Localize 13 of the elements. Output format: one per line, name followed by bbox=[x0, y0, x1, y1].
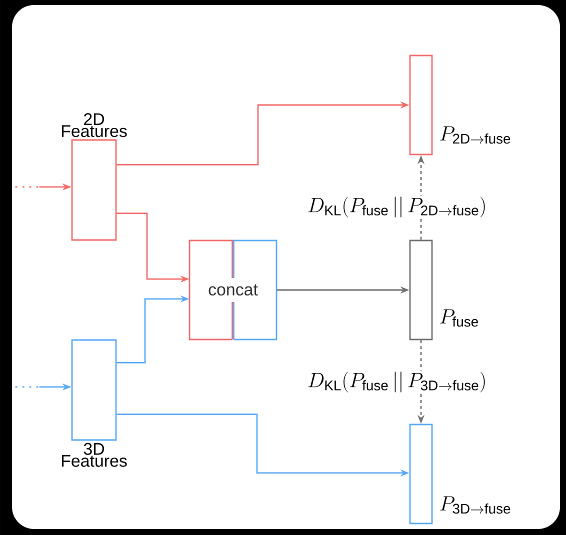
feature-box: 3D Features bbox=[62, 339, 127, 467]
probability-bar bbox=[409, 424, 433, 524]
node-label: 2D Features bbox=[62, 113, 127, 138]
edge-label: $D_{\mathrm{KL}}(P_{\mathrm{fuse}}\,||\,P_{\mathrm{2D}\rightarrow\mathrm{fuse}})$ bbox=[306, 196, 488, 218]
probability-bar bbox=[409, 54, 433, 156]
probability-bar bbox=[409, 240, 433, 340]
probability-label: $P_{\mathrm{2D}\rightarrow\mathrm{fuse}}$ bbox=[440, 126, 510, 144]
concat-box: concat bbox=[188, 240, 278, 340]
node-label: 3D Features bbox=[62, 442, 127, 467]
edge-label: $D_{\mathrm{KL}}(P_{\mathrm{fuse}}\,||\,P_{\mathrm{3D}\rightarrow\mathrm{fuse}})$ bbox=[306, 370, 488, 394]
probability-label: $P_{\mathrm{3D}\rightarrow\mathrm{fuse}}$ bbox=[440, 496, 510, 514]
probability-label: $P_{\mathrm{fuse}}$ bbox=[440, 309, 478, 327]
feature-box: 2D Features bbox=[62, 113, 127, 241]
